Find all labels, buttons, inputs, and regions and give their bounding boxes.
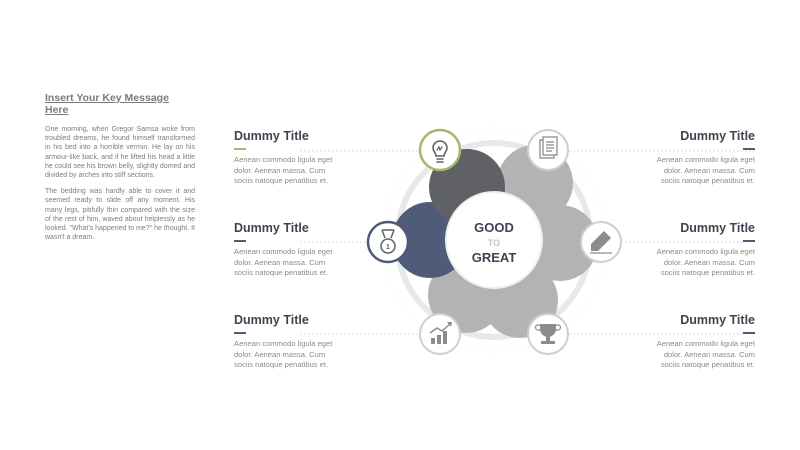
block-mid-right: Dummy Title Aenean commodo ligula eget d… [615,220,755,279]
intro-section: Insert Your Key Message Here One morning… [45,92,195,249]
medal-badge: 1 [366,220,410,264]
intro-heading: Insert Your Key Message Here [45,92,169,116]
medal-icon: 1 [380,229,396,254]
svg-text:1: 1 [386,244,390,251]
block-body: Aenean commodo ligula eget dolor. Aenean… [656,247,755,278]
center-word-1: GOOD [474,220,514,235]
block-title: Dummy Title [680,129,755,143]
lightbulb-badge [418,128,462,172]
center-circle [445,191,543,289]
trophy-icon [534,324,562,344]
block-body: Aenean commodo ligula eget dolor. Aenean… [234,155,333,186]
pencil-badge [580,221,622,263]
block-accent-line [234,240,246,242]
block-body: Aenean commodo ligula eget dolor. Aenean… [656,155,755,186]
block-title: Dummy Title [234,129,309,143]
block-title: Dummy Title [234,221,309,235]
block-mid-left: Dummy Title Aenean commodo ligula eget d… [234,220,374,279]
growth-chart-icon [429,322,452,344]
connector-lines [300,150,755,335]
block-top-left: Dummy Title Aenean commodo ligula eget d… [234,128,374,187]
growth-chart-badge [419,313,461,355]
document-icon [539,136,558,159]
block-body: Aenean commodo ligula eget dolor. Aenean… [234,339,333,370]
block-body: Aenean commodo ligula eget dolor. Aenean… [656,339,755,370]
intro-paragraph-2: The bedding was hardly able to cover it … [45,188,195,242]
center-word-2: TO [488,238,500,248]
block-title: Dummy Title [680,313,755,327]
block-title: Dummy Title [680,221,755,235]
block-accent-line [234,332,246,334]
pencil-icon [590,231,612,254]
petal-right [522,205,598,281]
block-accent-line [743,240,755,242]
lightbulb-icon [432,140,448,163]
document-badge [527,129,569,171]
intro-paragraph-1: One morning, when Gregor Samsa woke from… [45,126,195,180]
block-accent-line [743,332,755,334]
block-body: Aenean commodo ligula eget dolor. Aenean… [234,247,333,278]
center-word-3: GREAT [472,250,517,265]
block-accent-line [234,148,246,150]
block-title: Dummy Title [234,313,309,327]
block-top-right: Dummy Title Aenean commodo ligula eget d… [615,128,755,187]
block-bottom-left: Dummy Title Aenean commodo ligula eget d… [234,312,374,371]
block-accent-line [743,148,755,150]
trophy-badge [527,313,569,355]
block-bottom-right: Dummy Title Aenean commodo ligula eget d… [615,312,755,371]
